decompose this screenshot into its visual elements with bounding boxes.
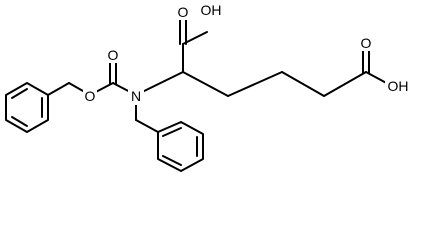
atom-label-oh-top: OH — [201, 2, 222, 18]
atom-label-o-right-carbonyl: O — [361, 35, 372, 51]
bond-alpha-c-to-chain-1 — [182, 71, 229, 97]
atom-labels: OH O O O N O OH — [83, 0, 411, 105]
atom-label-n: N — [131, 88, 141, 104]
bond-ring-to-ch2 — [47, 82, 70, 96]
atom-label-o-ester-carbonyl: O — [108, 47, 119, 63]
bond-chain-2-to-chain-3 — [281, 71, 325, 97]
bond-chain-3-to-acid-c — [323, 71, 367, 97]
bond-carboxyl-c-to-oh — [182, 31, 208, 45]
chemical-structure: OH O O O N O OH — [5, 0, 411, 172]
bonds — [5, 19, 393, 172]
benzene-ring-left — [5, 82, 49, 133]
benzene-ring-bottom — [157, 121, 204, 172]
atom-label-o-top-carbonyl: O — [178, 4, 189, 20]
benzene-ring-left-inner-bonds — [11, 88, 43, 127]
atom-label-oh-right: OH — [388, 78, 409, 94]
benzene-ring-bottom-inner-bonds — [162, 127, 198, 166]
bond-chain-1-to-chain-2 — [227, 71, 283, 97]
bond-benzyl-ch2-to-ring — [135, 119, 159, 133]
atom-label-o-ester: O — [85, 88, 96, 104]
